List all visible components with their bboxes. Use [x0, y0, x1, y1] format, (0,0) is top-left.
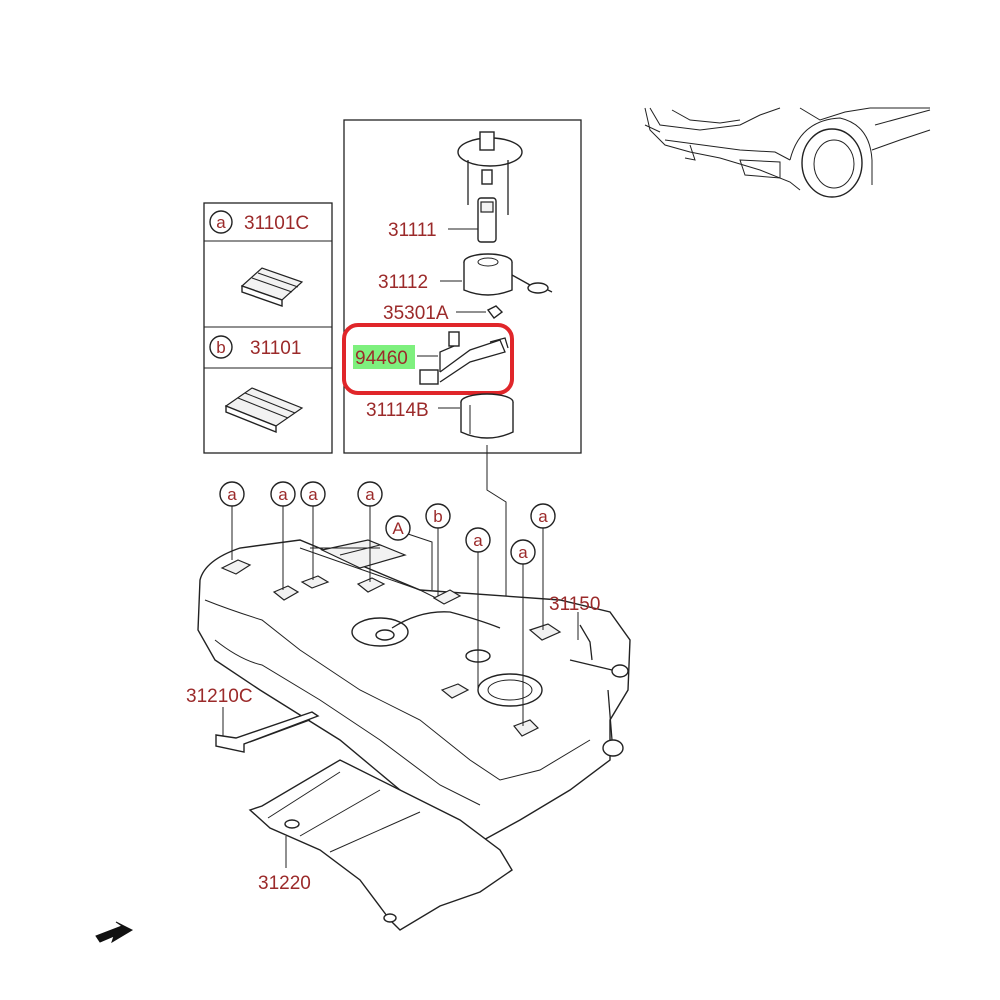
legend-letter-b: b — [216, 338, 225, 357]
fuel-pump-module-box: 31111 31112 35301A 94460 — [342, 119, 582, 454]
callout-a-circle — [209, 210, 233, 234]
svg-text:a: a — [538, 507, 548, 526]
highlight-text-bg-94460 — [353, 345, 415, 369]
svg-text:a: a — [518, 543, 528, 562]
callout-a-1: a — [219, 481, 245, 560]
legend-row-b: b 31101 — [209, 335, 301, 359]
tank-protector-plate-icon — [248, 759, 513, 931]
callout-a-2: a — [270, 481, 296, 590]
callout-a-4: a — [357, 481, 383, 582]
svg-text:b: b — [433, 507, 442, 526]
callout-b-circle — [209, 335, 233, 359]
svg-text:a: a — [308, 485, 318, 504]
legend-part-b: 31101 — [250, 338, 301, 359]
callout-a-7: a — [530, 503, 556, 630]
part-label-31150: 31150 — [549, 594, 600, 615]
callout-a-3: a — [300, 481, 326, 580]
callout-A: A — [310, 515, 433, 590]
part-label-35301A: 35301A — [383, 303, 449, 324]
pump-reservoir-icon — [463, 253, 553, 296]
pump-flange-icon — [457, 131, 523, 243]
clip-31101C-icon — [240, 267, 304, 307]
legend-row-a: a 31101C — [209, 210, 309, 234]
part-label-31112: 31112 — [378, 272, 428, 293]
tank-callouts: a a a a A b a — [219, 481, 556, 726]
clip-legend-box: a 31101C b 31101 — [203, 202, 333, 454]
svg-text:a: a — [278, 485, 288, 504]
svg-text:a: a — [227, 485, 237, 504]
highlight-box-94460 — [342, 323, 514, 395]
part-label-31111: 31111 — [388, 220, 437, 241]
legend-letter-a: a — [216, 213, 226, 232]
fuel-tank-icon — [197, 539, 631, 843]
svg-text:a: a — [473, 531, 483, 550]
part-label-31210C: 31210C — [186, 686, 253, 707]
callout-a-5: a — [465, 527, 491, 690]
vehicle-thumbnail-icon — [644, 107, 931, 198]
front-direction-arrow-icon — [95, 921, 134, 944]
clip-31101-icon — [224, 387, 304, 434]
part-label-94460: 94460 — [355, 348, 408, 369]
legend-part-a: 31101C — [244, 213, 309, 234]
part-label-31220: 31220 — [258, 873, 311, 894]
fuel-filter-icon — [460, 393, 514, 439]
pump-clip-icon — [486, 305, 504, 319]
part-label-31114B: 31114B — [366, 400, 429, 421]
fuel-level-sender-icon — [419, 331, 509, 385]
tank-strap-icon — [215, 711, 320, 753]
callout-a-6: a — [510, 539, 536, 726]
svg-text:a: a — [365, 485, 375, 504]
svg-text:A: A — [392, 519, 404, 538]
callout-b: b — [425, 503, 451, 596]
